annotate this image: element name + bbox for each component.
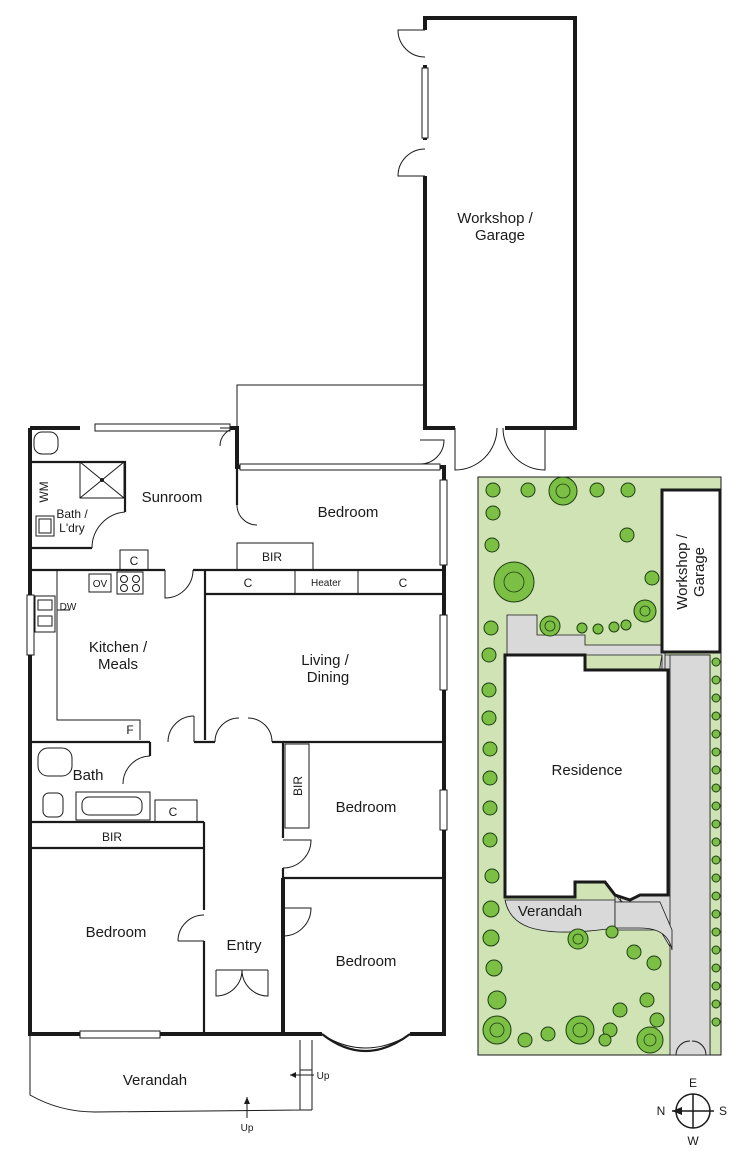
living-label-2: Dining xyxy=(307,669,350,686)
sunroom-label: Sunroom xyxy=(142,489,203,506)
site-verandah-label: Verandah xyxy=(518,903,582,920)
dw-label: DW xyxy=(60,602,77,613)
bedroom-top-label: Bedroom xyxy=(318,504,379,521)
c-left-label: C xyxy=(244,576,253,590)
compass-south: S xyxy=(719,1104,727,1118)
bedroom-left-label: Bedroom xyxy=(86,924,147,941)
ov-label: OV xyxy=(93,579,108,590)
bir-top-label: BIR xyxy=(262,550,282,564)
c-right-label: C xyxy=(399,576,408,590)
site-workshop-label-2: Garage xyxy=(691,547,708,597)
site-trees xyxy=(481,476,721,1054)
c-bath-label: C xyxy=(169,805,178,819)
wm-label: WM xyxy=(37,481,51,502)
site-plan: Workshop / Garage Residence Verandah xyxy=(477,476,722,1056)
bath-laundry-label-1: Bath / xyxy=(56,507,88,521)
up-bottom-label: Up xyxy=(241,1123,254,1134)
floor-plan: Workshop / Garage Sunroom Bedroom BIR Ba… xyxy=(26,16,577,1134)
f-label: F xyxy=(126,723,133,737)
kitchen-label-2: Meals xyxy=(98,656,138,673)
bir-left-label: BIR xyxy=(102,830,122,844)
workshop-label-2: Garage xyxy=(475,227,525,244)
compass-north: N xyxy=(657,1104,666,1118)
heater-label: Heater xyxy=(311,578,342,589)
entry-label: Entry xyxy=(226,937,262,954)
compass-east: E xyxy=(689,1076,697,1090)
bedroom-front-label: Bedroom xyxy=(336,953,397,970)
site-workshop-label-1: Workshop / xyxy=(674,533,691,609)
living-label-1: Living / xyxy=(301,652,349,669)
verandah-label: Verandah xyxy=(123,1072,187,1089)
bedroom-mid-label: Bedroom xyxy=(336,799,397,816)
compass: N E S W xyxy=(657,1076,727,1148)
site-residence-label: Residence xyxy=(552,762,623,779)
site-residence xyxy=(503,653,670,902)
bir-vertical-label: BIR xyxy=(291,776,305,796)
site-workshop xyxy=(660,488,722,654)
c-sunroom-label: C xyxy=(130,554,139,568)
bath-laundry-label-2: L'dry xyxy=(59,521,85,535)
workshop-garage-room xyxy=(397,16,577,471)
up-right-label: Up xyxy=(317,1071,330,1082)
workshop-label-1: Workshop / xyxy=(457,210,533,227)
compass-west: W xyxy=(687,1134,699,1148)
kitchen-label-1: Kitchen / xyxy=(89,639,148,656)
bath-label: Bath xyxy=(73,767,104,784)
